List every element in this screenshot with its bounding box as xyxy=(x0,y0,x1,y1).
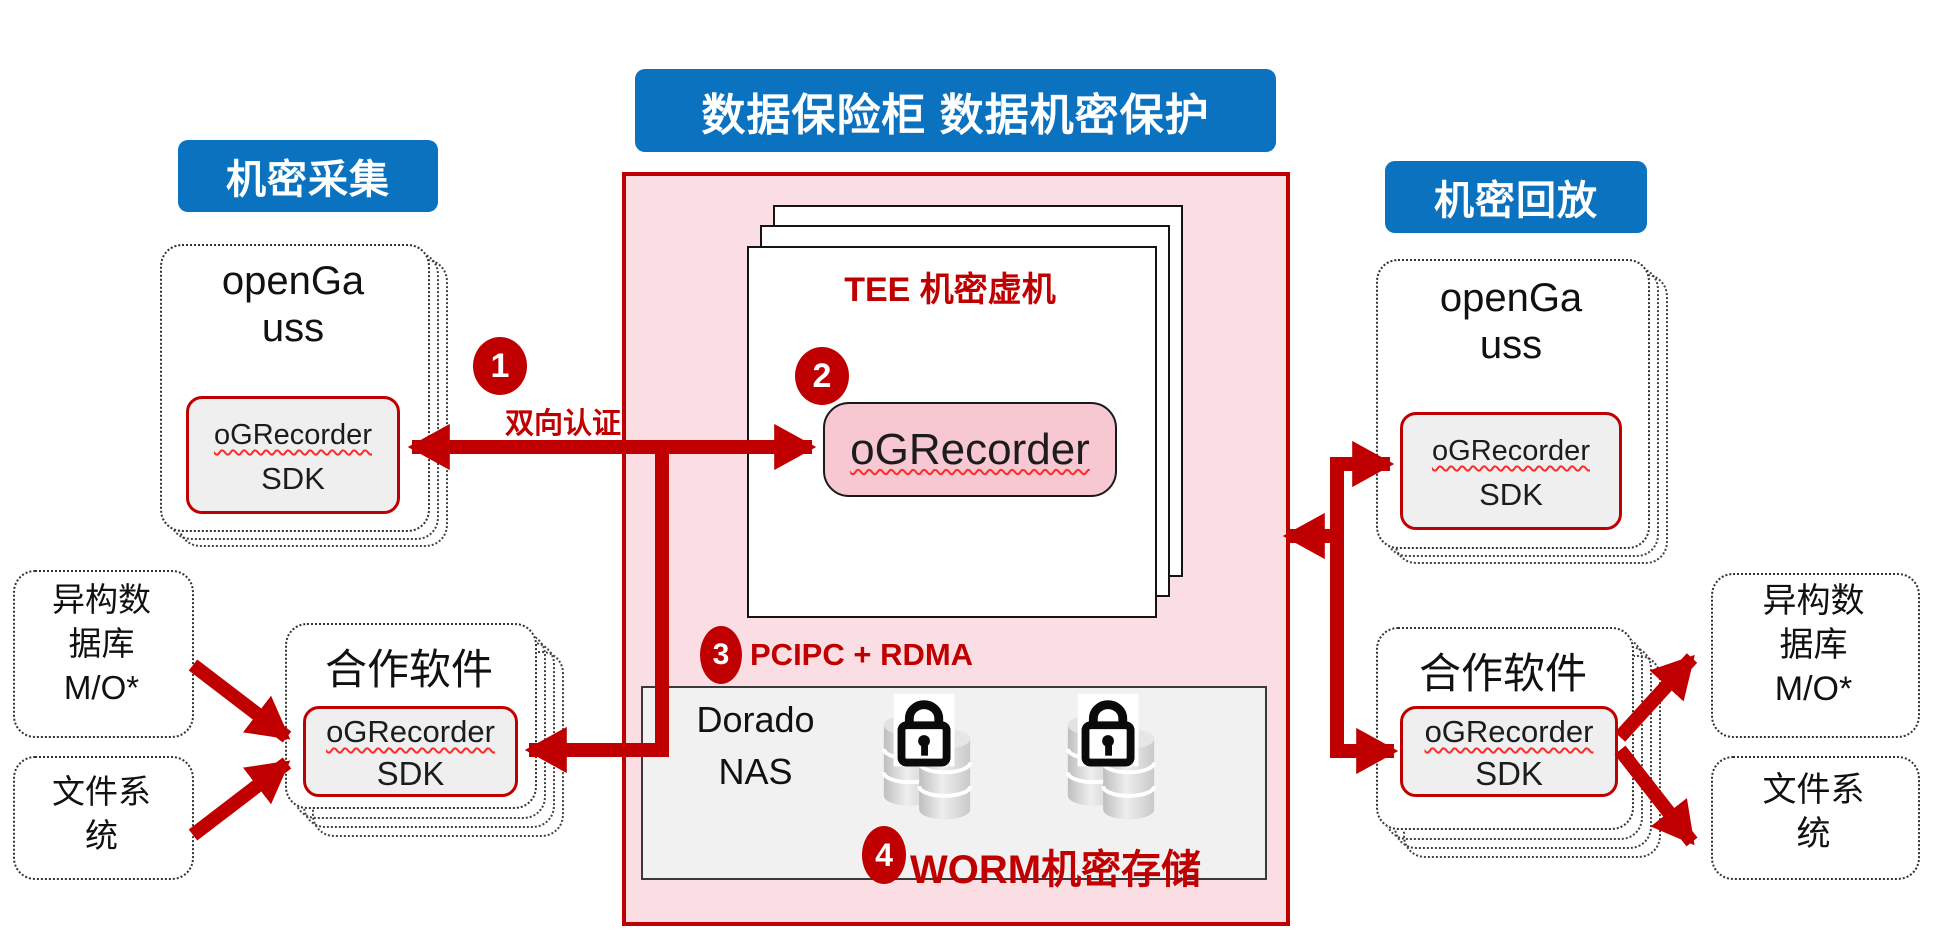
dorado-nas-label: Dorado NAS xyxy=(648,694,863,798)
worm-db-lock-icon xyxy=(1052,688,1170,845)
opengauss-right-sdk-line1: oGRecorder xyxy=(1432,435,1590,467)
banner-data-vault-label: 数据保险柜 数据机密保护 xyxy=(701,90,1210,140)
opengauss-right-line1: openGa xyxy=(1439,276,1583,320)
partner-right-sdk-line1: oGRecorder xyxy=(1424,714,1594,749)
hetero-db-right-line1: 异构数 xyxy=(1762,582,1865,620)
opengauss-left-sdk-box: oGRecorder SDK xyxy=(186,396,400,514)
file-system-left-line2: 统 xyxy=(85,817,118,854)
mutual-auth-label: 双向认证 xyxy=(505,408,622,440)
arrow-hetero-db-left-to-partner xyxy=(188,659,292,743)
arrow-partner-right-to-hetero-db xyxy=(1614,653,1698,742)
pcipc-rdma-label: PCIPC + RDMA xyxy=(750,637,974,672)
hetero-db-right-box xyxy=(1711,573,1920,738)
dorado-nas-line1: Dorado xyxy=(696,699,815,740)
file-system-left-label: 文件系 统 xyxy=(13,770,190,858)
dorado-nas-line2: NAS xyxy=(718,751,793,792)
hetero-db-right-line2: 据库 xyxy=(1779,626,1848,664)
partner-right-sdk-line2: SDK xyxy=(1475,755,1543,792)
recorder-node-label: oGRecorder xyxy=(850,424,1090,474)
partner-right-sdk-box: oGRecorder SDK xyxy=(1400,706,1618,797)
banner-data-vault-title: 数据保险柜 数据机密保护 xyxy=(635,69,1276,152)
banner-confidential-collect: 机密采集 xyxy=(178,140,438,212)
partner-left-sdk-box: oGRecorder SDK xyxy=(303,706,518,797)
file-system-right-line1: 文件系 xyxy=(1762,771,1865,809)
partner-right-title: 合作软件 xyxy=(1418,650,1587,697)
file-system-right-line2: 统 xyxy=(1796,815,1831,853)
opengauss-left-line1: openGa xyxy=(221,259,365,303)
banner-replay-label: 机密回放 xyxy=(1434,179,1598,223)
hetero-db-right-line3: M/O* xyxy=(1774,670,1853,708)
arrow-tee-to-partner-left xyxy=(524,440,669,774)
step-2-badge: 2 xyxy=(795,347,849,405)
hetero-db-left-box xyxy=(13,570,194,738)
file-system-right-box xyxy=(1711,756,1920,880)
partner-left-sdk-line1: oGRecorder xyxy=(326,714,495,749)
hetero-db-left-line3: M/O* xyxy=(63,669,140,706)
hetero-db-right-label: 异构数 据库 M/O* xyxy=(1711,579,1916,711)
step-3-badge: 3 xyxy=(700,626,742,684)
banner-confidential-replay: 机密回放 xyxy=(1385,161,1647,233)
recorder-node: oGRecorder xyxy=(823,402,1117,497)
partner-left-title: 合作软件 xyxy=(324,646,493,693)
opengauss-left-sdk-line1: oGRecorder xyxy=(214,419,372,451)
hetero-db-left-label: 异构数 据库 M/O* xyxy=(13,578,190,710)
worm-db-lock-icon xyxy=(868,688,986,845)
file-system-left-box xyxy=(13,756,194,880)
arrow-partner-right-to-file-system xyxy=(1614,745,1698,847)
opengauss-left-title: openGa uss xyxy=(160,258,426,352)
file-system-left-line1: 文件系 xyxy=(52,773,151,810)
opengauss-right-sdk-box: oGRecorder SDK xyxy=(1400,412,1622,530)
file-system-right-label: 文件系 统 xyxy=(1711,768,1916,856)
opengauss-right-sdk-line2: SDK xyxy=(1479,477,1543,512)
opengauss-right-line2: uss xyxy=(1479,323,1543,367)
partner-left-sdk-line2: SDK xyxy=(376,755,445,792)
step-4-badge: 4 xyxy=(862,826,906,884)
opengauss-left-sdk-line2: SDK xyxy=(261,461,325,496)
hetero-db-left-line2: 据库 xyxy=(68,625,135,662)
opengauss-left-line2: uss xyxy=(261,306,325,350)
worm-storage-label: WORM机密存储 xyxy=(910,848,1202,892)
arrow-file-system-left-to-partner xyxy=(188,757,292,841)
hetero-db-left-line1: 异构数 xyxy=(52,581,151,618)
opengauss-right-title: openGa uss xyxy=(1376,275,1646,369)
tee-vm-title: TEE 机密虚机 xyxy=(844,271,1056,309)
step-1-badge: 1 xyxy=(473,337,527,395)
banner-collect-label: 机密采集 xyxy=(226,158,390,202)
